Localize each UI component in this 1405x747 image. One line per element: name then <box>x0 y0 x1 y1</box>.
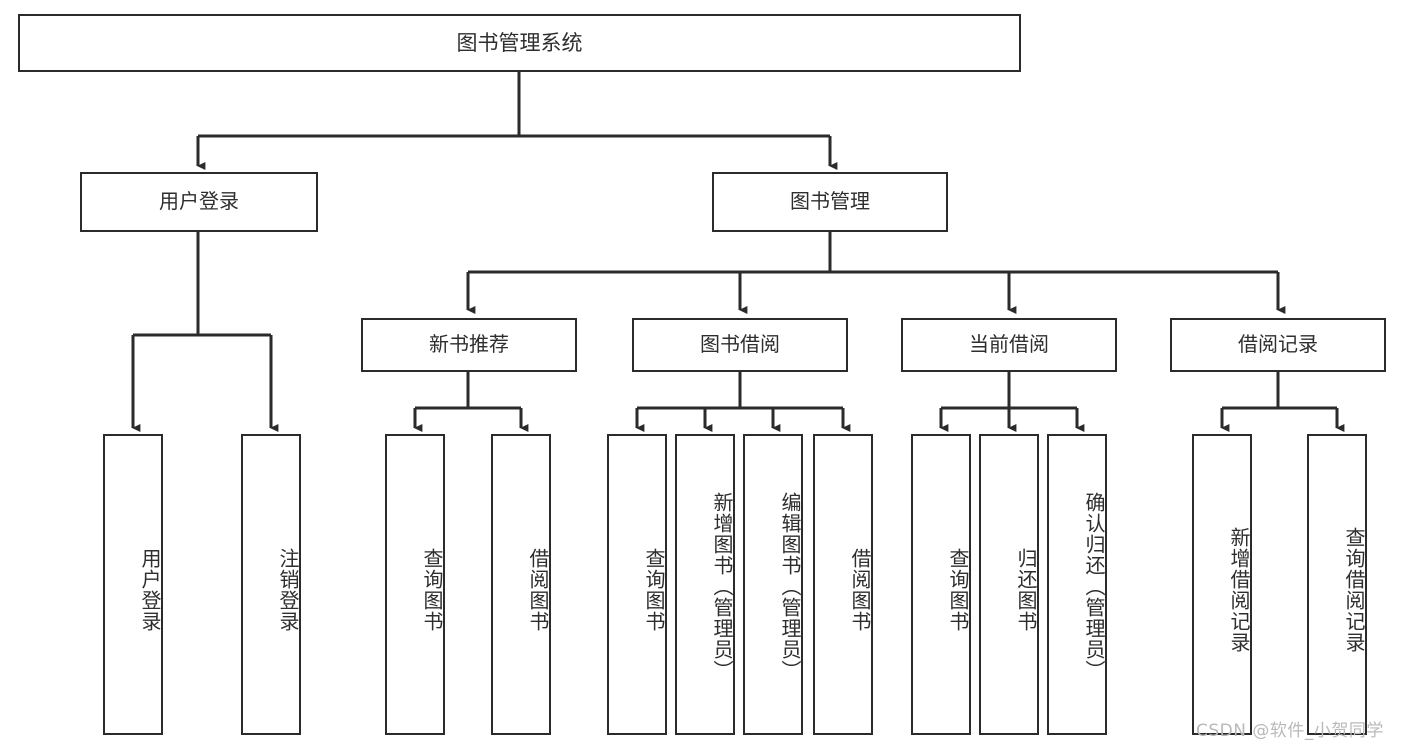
node-leaf-query-book-1-label: 查询图书 <box>420 547 444 632</box>
node-leaf-return-book[interactable]: 归还图书 <box>979 434 1039 735</box>
node-user-login[interactable]: 用户登录 <box>80 172 318 232</box>
node-current-borrow[interactable]: 当前借阅 <box>901 318 1117 372</box>
node-leaf-borrow-book-2-label: 借阅图书 <box>848 547 872 632</box>
node-leaf-logout-login[interactable]: 注销登录 <box>241 434 301 735</box>
node-root-label: 图书管理系统 <box>456 30 583 55</box>
node-leaf-query-record-label: 查询借阅记录 <box>1342 526 1366 653</box>
node-leaf-return-book-label: 归还图书 <box>1014 547 1038 632</box>
node-book-manage[interactable]: 图书管理 <box>712 172 948 232</box>
node-leaf-add-record-label: 新增借阅记录 <box>1227 526 1251 653</box>
node-root[interactable]: 图书管理系统 <box>18 14 1021 72</box>
node-leaf-edit-book[interactable]: 编辑图书（管理员） <box>743 434 803 735</box>
node-leaf-add-book[interactable]: 新增图书（管理员） <box>675 434 735 735</box>
node-leaf-borrow-book-2[interactable]: 借阅图书 <box>813 434 873 735</box>
node-leaf-borrow-book-1-label: 借阅图书 <box>526 547 550 632</box>
node-leaf-add-record[interactable]: 新增借阅记录 <box>1192 434 1252 735</box>
node-leaf-query-book-3[interactable]: 查询图书 <box>911 434 971 735</box>
node-leaf-query-book-2-label: 查询图书 <box>642 547 666 632</box>
node-leaf-confirm-return[interactable]: 确认归还（管理员） <box>1047 434 1107 735</box>
node-leaf-query-book-3-label: 查询图书 <box>946 547 970 632</box>
node-borrow-record[interactable]: 借阅记录 <box>1170 318 1386 372</box>
node-leaf-logout-login-label: 注销登录 <box>276 547 300 632</box>
node-leaf-query-book-2[interactable]: 查询图书 <box>607 434 667 735</box>
node-leaf-user-login-label: 用户登录 <box>138 547 162 632</box>
node-borrow-record-label: 借阅记录 <box>1238 332 1318 357</box>
node-user-login-label: 用户登录 <box>159 189 239 214</box>
node-leaf-confirm-return-label: 确认归还（管理员） <box>1082 492 1106 681</box>
node-leaf-add-book-label: 新增图书（管理员） <box>710 492 734 681</box>
node-leaf-user-login[interactable]: 用户登录 <box>103 434 163 735</box>
node-leaf-borrow-book-1[interactable]: 借阅图书 <box>491 434 551 735</box>
node-new-book-rec-label: 新书推荐 <box>429 332 509 357</box>
node-book-borrow[interactable]: 图书借阅 <box>632 318 848 372</box>
csdn-watermark: CSDN @软件_小贺同学 <box>1196 721 1384 741</box>
node-leaf-query-book-1[interactable]: 查询图书 <box>385 434 445 735</box>
node-book-manage-label: 图书管理 <box>790 189 870 214</box>
node-current-borrow-label: 当前借阅 <box>969 332 1049 357</box>
node-new-book-rec[interactable]: 新书推荐 <box>361 318 577 372</box>
node-book-borrow-label: 图书借阅 <box>700 332 780 357</box>
node-leaf-edit-book-label: 编辑图书（管理员） <box>778 492 802 681</box>
node-leaf-query-record[interactable]: 查询借阅记录 <box>1307 434 1367 735</box>
